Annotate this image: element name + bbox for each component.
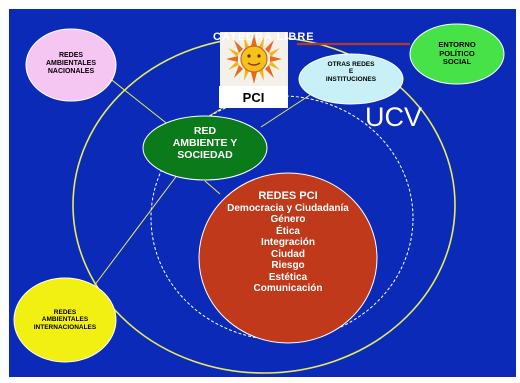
nacionales-line: AMBIENTALES [45, 60, 97, 68]
catedra-libre-label: CATEDRA LIBRE [213, 31, 315, 43]
internacionales-label: REDES AMBIENTALES INTERNACIONALES [21, 309, 109, 331]
redes-pci-item: Riesgo [271, 260, 305, 272]
redes-pci-item: Democracia y Ciudadanía [227, 202, 349, 214]
redes-pci-title: REDES PCI [258, 190, 318, 202]
entorno-line: POLÍTICO [439, 48, 475, 58]
nacionales-label: REDES AMBIENTALES NACIONALES [36, 52, 106, 76]
otras-redes-label: OTRAS REDES E INSTITUCIONES [306, 61, 396, 83]
redes-pci-item: Estética [268, 271, 308, 283]
connector-otras-redes [260, 94, 311, 128]
connector-nacionales [107, 76, 171, 127]
redes-pci-item: Ciudad [271, 248, 305, 260]
redes-pci-item: Integración [261, 237, 315, 249]
internacionales-node [13, 277, 117, 363]
red-ambiente-line: SOCIEDAD [177, 149, 233, 162]
sun-emblem [220, 32, 288, 86]
entorno-label: ENTORNO POLÍTICO SOCIAL [425, 40, 489, 67]
entorno-node [409, 23, 505, 85]
redes-pci-node [198, 172, 378, 344]
ucv-label: UCV [365, 102, 423, 132]
otras-redes-line: INSTITUCIONES [325, 75, 377, 83]
redes-pci-item: Género [270, 214, 306, 226]
red-ambiente-node [142, 115, 268, 181]
red-ambiente-line: RED [193, 125, 217, 137]
red-ambiente-line: AMBIENTE Y [172, 137, 238, 150]
connector-redes-pci [204, 180, 221, 195]
entorno-line: SOCIAL [442, 57, 472, 67]
nacionales-line: NACIONALES [47, 68, 95, 76]
internacionales-line: AMBIENTALES [41, 316, 89, 324]
redes-pci-item: Comunicación [253, 283, 323, 295]
redes-pci-item: Ética [276, 225, 300, 237]
otras-redes-node [298, 53, 404, 105]
otras-redes-line: E [348, 68, 354, 76]
nacionales-line: REDES [58, 52, 84, 59]
redes-pci-label: REDES PCI Democracia y Ciudadanía Género… [210, 190, 366, 295]
pci-label: PCI [219, 86, 288, 108]
internacionales-line: REDES [53, 309, 77, 316]
red-ambiente-label: RED AMBIENTE Y SOCIEDAD [158, 125, 252, 161]
otras-redes-line: OTRAS REDES [327, 61, 375, 68]
internacionales-line: INTERNACIONALES [33, 323, 97, 331]
sun-icon [226, 34, 282, 84]
entorno-line: ENTORNO [438, 40, 476, 49]
nacionales-node [25, 28, 117, 102]
connector-internacionales [90, 169, 182, 291]
